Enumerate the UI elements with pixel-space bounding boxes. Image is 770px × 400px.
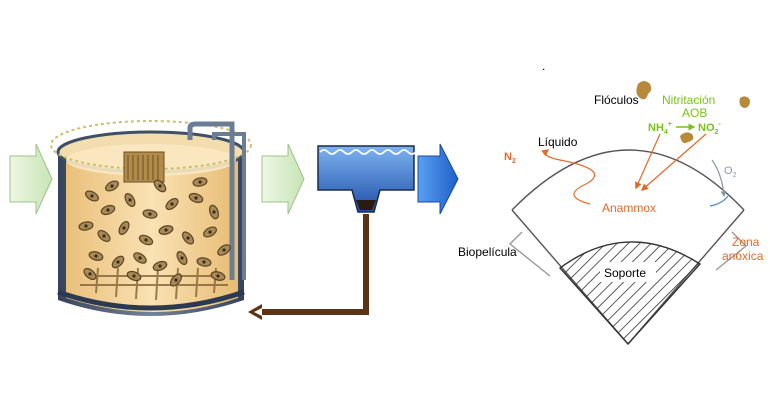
granule-core — [216, 274, 220, 278]
granule-core — [102, 234, 106, 238]
granule-core — [202, 260, 206, 264]
label-liquido: Líquido — [538, 135, 578, 149]
nh4-to-anammox-arrow — [635, 133, 661, 190]
label-zona: Zona — [732, 235, 760, 249]
return-sludge-line — [248, 214, 369, 320]
granule-core — [128, 198, 132, 202]
outlet-arrow-icon — [417, 143, 459, 215]
granule-core — [208, 230, 212, 234]
mid-arrow-icon — [261, 143, 305, 215]
granule-core — [122, 226, 126, 230]
n2-release-arrow — [541, 149, 596, 205]
granule-core — [144, 238, 148, 242]
label-biopelicula: Biopelícula — [458, 245, 517, 259]
stray-dot: . — [542, 59, 545, 73]
granule-core — [180, 256, 184, 260]
granule-core — [212, 210, 216, 214]
granule-core — [174, 278, 178, 282]
granule-core — [164, 228, 168, 232]
granule-core — [170, 202, 174, 206]
granule-core — [84, 224, 88, 228]
settler-tank — [317, 145, 417, 213]
granule-core — [110, 184, 114, 188]
granule-core — [138, 256, 142, 260]
granule-sector — [508, 149, 748, 346]
inlet-arrow-icon — [9, 143, 53, 215]
label-soporte: Soporte — [604, 266, 646, 280]
granule-core — [132, 274, 136, 278]
label-nh4: NH4+ — [648, 121, 672, 136]
label-aob: AOB — [682, 106, 707, 120]
granule-core — [88, 272, 92, 276]
granule-core — [94, 254, 98, 258]
label-o2: O2 — [724, 165, 737, 179]
label-anoxica: anóxica — [722, 249, 764, 263]
label-no2: NO2- — [698, 121, 721, 136]
floc-blob-icon — [636, 81, 750, 144]
granules — [78, 177, 231, 287]
granule-core — [106, 208, 110, 212]
o2-diffusion-arrow — [711, 159, 727, 198]
granule-core — [198, 180, 202, 184]
granule-core — [158, 264, 162, 268]
label-n2: N2 — [504, 151, 516, 165]
label-anammox: Anammox — [602, 201, 656, 215]
granule-core — [158, 184, 162, 188]
label-nitritacion: Nitritación — [662, 93, 715, 107]
granule-core — [90, 194, 94, 198]
reactor-tank — [50, 120, 252, 316]
no2-to-anammox-arrow — [640, 133, 707, 191]
o2-penetration-line — [709, 195, 729, 207]
granule-core — [194, 196, 198, 200]
granule-core — [186, 236, 190, 240]
granule-core — [222, 248, 226, 252]
granule-core — [148, 212, 152, 216]
label-floculos: Flóculos — [594, 93, 639, 107]
granule-core — [116, 260, 120, 264]
